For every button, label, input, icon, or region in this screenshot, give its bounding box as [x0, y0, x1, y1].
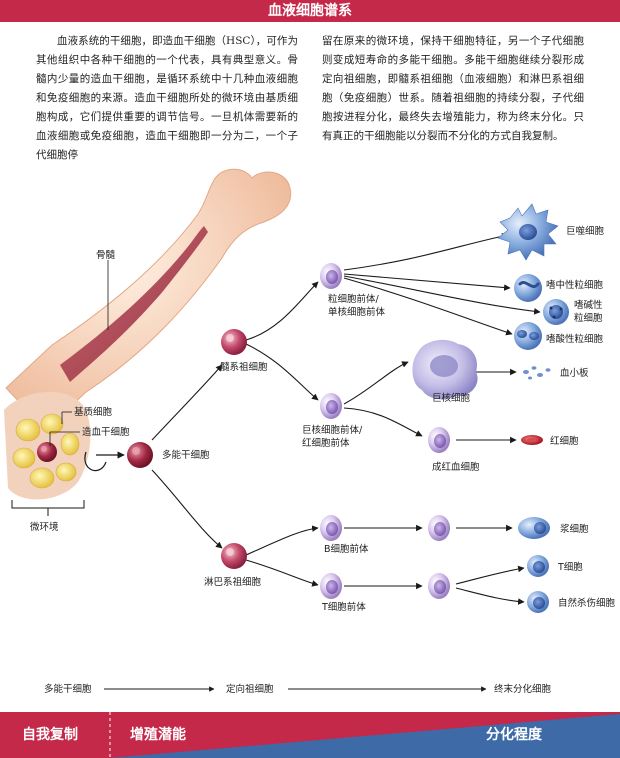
page-title: 血液细胞谱系 [268, 3, 352, 19]
label-platelet: 血小板 [560, 367, 589, 379]
hsc-cell-in-niche [37, 442, 57, 462]
myeloid-progenitor-cell [221, 329, 247, 355]
label-macrophage: 巨噬细胞 [566, 225, 605, 237]
label-b-precursor: B细胞前体 [324, 543, 369, 555]
label-microenvironment: 微环境 [30, 521, 59, 533]
platelets [523, 366, 551, 380]
t-cell-precursor-cell [320, 573, 342, 599]
label-myeloid-progenitor: 髓系祖细胞 [220, 361, 268, 373]
megakaryocyte-erythrocyte-precursor-cell [320, 393, 342, 419]
bottom-label-differentiation: 分化程度 [486, 727, 542, 743]
multipotent-stem-cell [127, 442, 153, 468]
t-cell-intermediate-cell [428, 573, 450, 599]
bottom-label-self-renewal: 自我复制 [22, 727, 78, 743]
progression-stage-1: 多能干细胞 [44, 683, 92, 695]
nk-cell [527, 591, 549, 613]
label-mega-erythro-2: 红细胞前体 [302, 437, 350, 449]
b-cell-precursor-cell [320, 515, 342, 541]
label-nk-cell: 自然杀伤细胞 [558, 597, 616, 609]
microenvironment-niche [4, 391, 91, 500]
plasma-cell [518, 517, 550, 539]
bone-illustration [5, 168, 292, 431]
label-eosinophil: 嗜酸性粒细胞 [546, 333, 604, 345]
cell-lineage-diagram: 骨髓 基质细胞 造血干细胞 微环境 多能干细胞 髓系祖细胞 淋巴系祖细胞 粒细胞… [4, 168, 616, 695]
intro-text-right: 留在原来的微环境，保持干细胞特征，另一个子代细胞则变成短寿命的多能干细胞。多能干… [322, 35, 584, 142]
erythroblast-cell [428, 427, 450, 453]
label-granulocyte-monocyte-2: 单核细胞前体 [328, 306, 386, 318]
basophil-cell [543, 299, 569, 325]
neutrophil-cell [514, 274, 542, 302]
progression-stage-3: 终末分化细胞 [494, 683, 552, 695]
label-bone-marrow: 骨髓 [96, 249, 116, 261]
label-lymphoid-progenitor: 淋巴系祖细胞 [204, 576, 262, 588]
label-basophil-2: 粒细胞 [574, 312, 603, 324]
lineage-branches [151, 232, 541, 605]
bottom-gradient-bar: 自我复制 增殖潜能 分化程度 [0, 712, 620, 758]
label-stromal-cell: 基质细胞 [74, 406, 113, 418]
t-cell [527, 555, 549, 577]
megakaryocyte-cell [412, 339, 478, 400]
label-t-cell: T细胞 [557, 561, 583, 573]
red-blood-cell [521, 435, 543, 445]
macrophage-cell [497, 203, 559, 261]
label-red-blood-cell: 红细胞 [550, 435, 579, 447]
intro-text-left: 血液系统的干细胞，即造血干细胞（HSC），可作为其他组织中各种干细胞的一个代表，… [36, 35, 298, 161]
label-mega-erythro-1: 巨核细胞前体/ [302, 424, 363, 436]
label-granulocyte-monocyte-1: 粒细胞前体/ [328, 293, 380, 305]
label-megakaryocyte: 巨核细胞 [432, 392, 471, 404]
microenvironment-bracket [11, 500, 85, 509]
label-erythroblast: 成红血细胞 [432, 461, 480, 473]
self-renewal-loop [84, 451, 107, 472]
title-bar: 血液细胞谱系 [0, 0, 620, 22]
progression-axis: 多能干细胞 定向祖细胞 终末分化细胞 [44, 683, 552, 695]
granulocyte-monocyte-precursor-cell [320, 263, 342, 289]
b-cell-intermediate-cell [428, 515, 450, 541]
bottom-label-proliferation: 增殖潜能 [130, 727, 186, 743]
label-neutrophil: 嗜中性粒细胞 [546, 279, 604, 291]
label-hsc: 造血干细胞 [82, 426, 130, 438]
label-basophil-1: 嗜碱性 [574, 299, 603, 311]
label-plasma-cell: 浆细胞 [560, 523, 589, 535]
label-t-precursor: T细胞前体 [321, 601, 366, 613]
eosinophil-cell [514, 322, 542, 350]
progression-stage-2: 定向祖细胞 [226, 683, 274, 695]
lymphoid-progenitor-cell [221, 543, 247, 569]
label-multipotent: 多能干细胞 [162, 449, 210, 461]
